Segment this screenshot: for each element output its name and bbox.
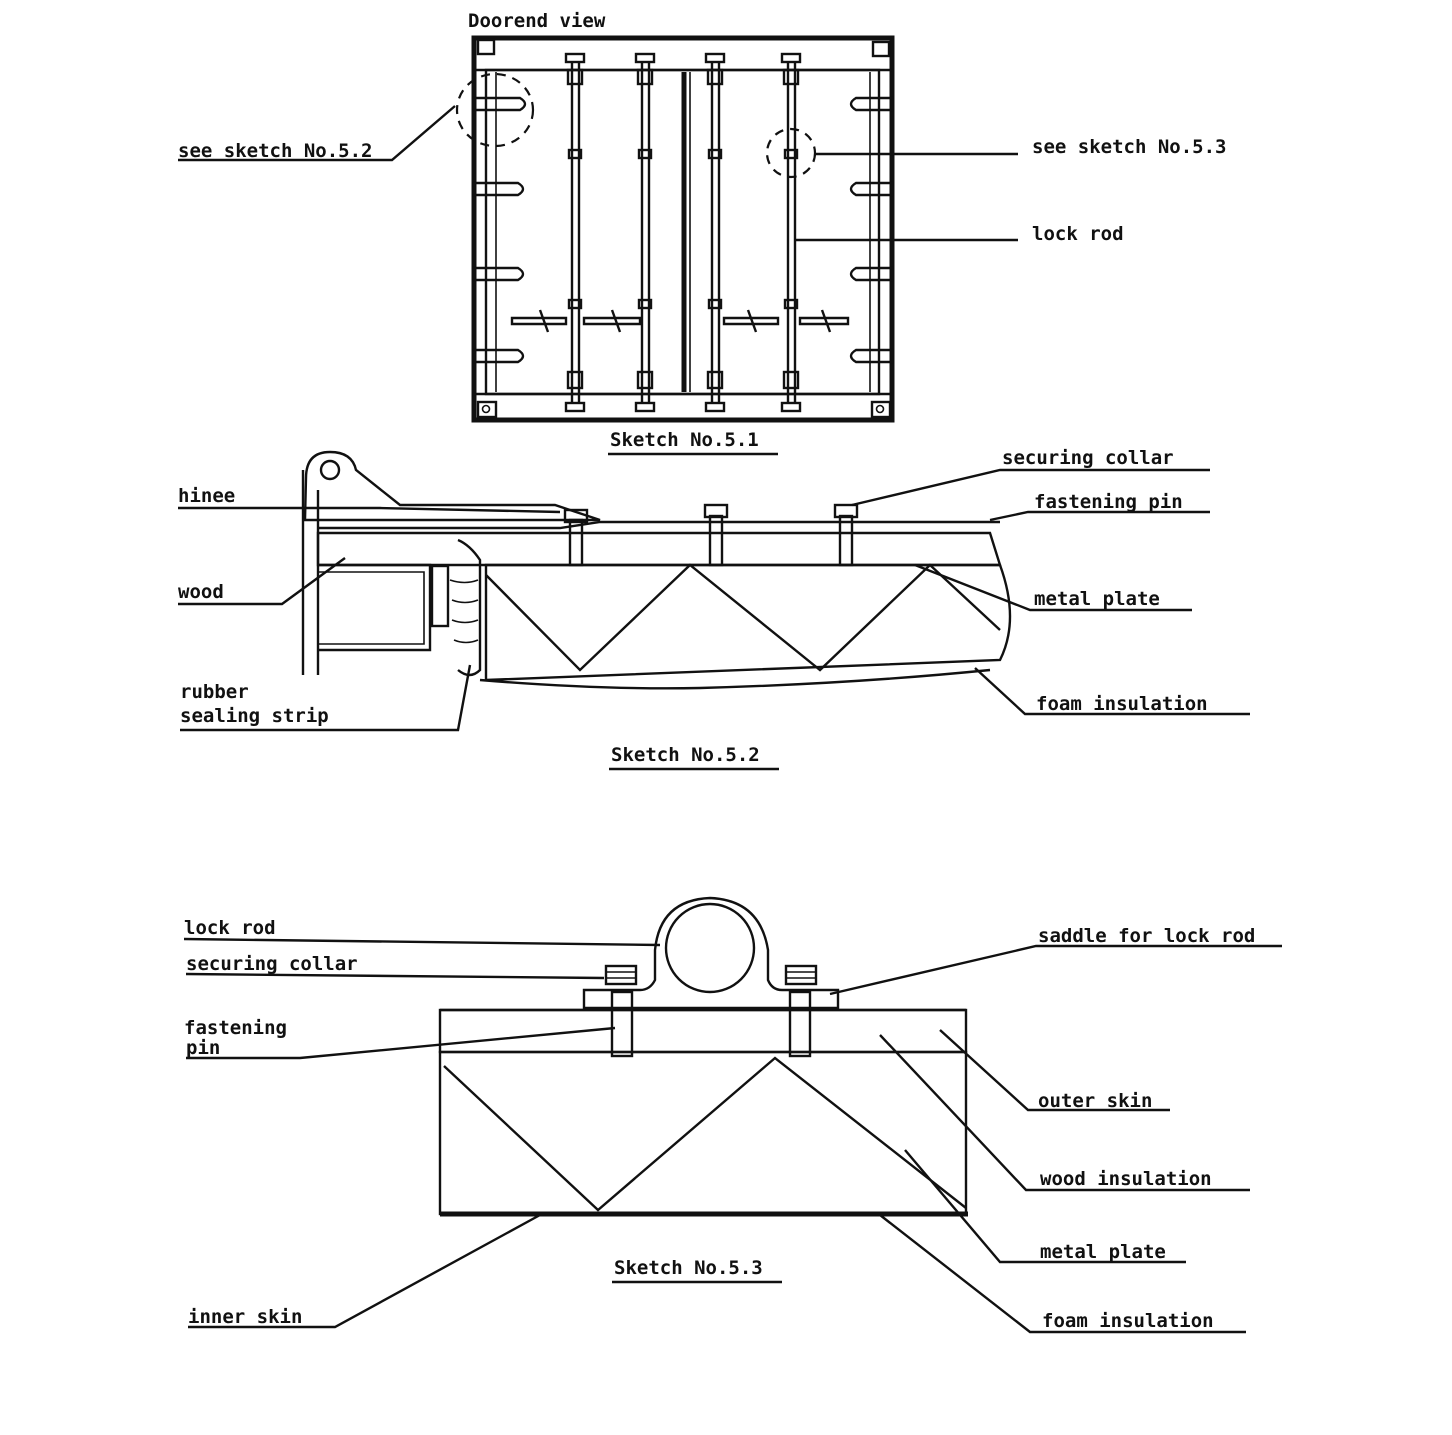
leader-securing-collar xyxy=(851,468,1210,507)
leader-foam-insulation xyxy=(974,667,1250,716)
saddle-for-lock-rod xyxy=(582,896,840,1010)
caption-sketch-5-1: Sketch No.5.1 xyxy=(610,429,759,451)
label-see-sketch-5-3: see sketch No.5.3 xyxy=(1032,136,1226,158)
leader-wood xyxy=(178,557,346,606)
leader-metal-plate xyxy=(914,563,1192,612)
leader-securing-collar-5-3 xyxy=(185,972,605,980)
rubber-seal xyxy=(449,538,482,677)
fastening-pins-5-2 xyxy=(563,503,859,567)
label-lock-rod-5-3: lock rod xyxy=(184,917,276,939)
label-sealing-strip: sealing strip xyxy=(180,705,329,727)
label-foam-insulation-5-2: foam insulation xyxy=(1036,693,1208,715)
foam-body xyxy=(484,563,1012,682)
label-securing-collar-5-3: securing collar xyxy=(186,953,358,975)
label-lock-rod: lock rod xyxy=(1032,223,1124,245)
lock-rod-2 xyxy=(634,52,656,413)
label-foam-insulation-5-3: foam insulation xyxy=(1042,1310,1214,1332)
leader-metal-plate-5-3 xyxy=(904,1149,1186,1264)
lock-rods xyxy=(564,52,802,413)
inner-skin-5-2 xyxy=(479,668,991,690)
door-handles xyxy=(510,309,850,333)
sketch-5-2: hinee wood rubber sealing strip securing… xyxy=(178,447,1250,771)
sketch-5-3: lock rod securing collar fastening pin s… xyxy=(183,896,1282,1334)
label-outer-skin: outer skin xyxy=(1038,1090,1152,1112)
label-fastening-pin-5-2: fastening pin xyxy=(1034,491,1183,513)
hinges-right xyxy=(849,96,894,364)
frame-profile xyxy=(318,563,450,652)
metal-plate-5-3 xyxy=(443,1056,967,1212)
leader-saddle xyxy=(829,944,1282,996)
leader-foam-insulation-5-3 xyxy=(879,1214,1246,1334)
label-saddle: saddle for lock rod xyxy=(1038,925,1255,947)
hinges-left xyxy=(472,96,527,364)
leader-wood-insulation xyxy=(879,1034,1250,1192)
lock-rod-section xyxy=(664,902,756,994)
wood-insulation-layer xyxy=(438,1008,968,1054)
caption-sketch-5-3: Sketch No.5.3 xyxy=(614,1257,763,1279)
label-securing-collar-5-2: securing collar xyxy=(1002,447,1174,469)
label-see-sketch-5-2: see sketch No.5.2 xyxy=(178,140,372,162)
label-rubber: rubber xyxy=(180,681,249,703)
lock-rod-1 xyxy=(564,52,586,413)
foam-insulation-body xyxy=(438,1050,968,1216)
label-hinge: hinee xyxy=(178,485,235,507)
leader-fastening-pin xyxy=(989,510,1210,522)
leader-rubber xyxy=(180,664,472,732)
leader-see-5-2 xyxy=(178,105,456,162)
label-wood: wood xyxy=(178,581,224,603)
metal-plate-zigzag xyxy=(485,563,1001,672)
caption-sketch-5-2: Sketch No.5.2 xyxy=(611,744,760,766)
lock-rod-3 xyxy=(704,52,726,413)
label-inner-skin: inner skin xyxy=(188,1306,302,1328)
sketch-5-1: Doorend view xyxy=(178,10,1226,456)
label-pin: pin xyxy=(186,1037,220,1059)
detail-circle-5-3 xyxy=(765,127,817,179)
lock-rod-4 xyxy=(780,52,802,413)
label-metal-plate-5-2: metal plate xyxy=(1034,588,1160,610)
outer-skin-top xyxy=(318,520,1000,530)
door-frame xyxy=(471,35,895,423)
leader-hinge xyxy=(178,506,561,514)
leader-fastening-pin-5-3 xyxy=(186,1026,616,1060)
label-fastening: fastening xyxy=(184,1017,287,1039)
fastening-pins-5-3 xyxy=(604,964,818,1058)
leader-lock-rod-5-3 xyxy=(183,937,661,947)
hinge-arm xyxy=(301,450,601,675)
leader-outer-skin xyxy=(939,1029,1170,1112)
label-metal-plate-5-3: metal plate xyxy=(1040,1241,1166,1263)
label-wood-insulation: wood insulation xyxy=(1040,1168,1212,1190)
detail-circle-5-2 xyxy=(455,72,535,148)
wood-layer xyxy=(316,531,1002,567)
doorend-view-title: Doorend view xyxy=(468,10,606,32)
leader-inner-skin xyxy=(188,1213,541,1329)
